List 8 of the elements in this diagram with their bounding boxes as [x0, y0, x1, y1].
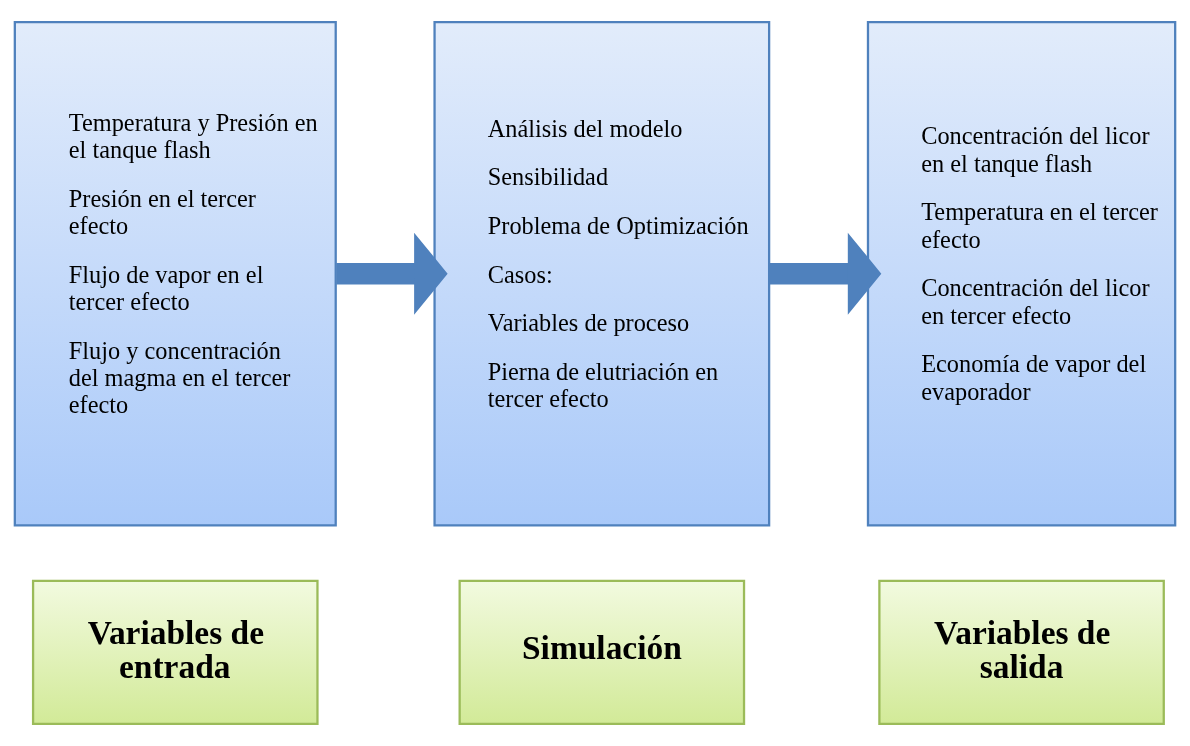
- arrow: [336, 232, 448, 315]
- node-box: Temperatura y Presión en el tanque flash Presión en el tercer efecto Flujo de vapor en el tercer efecto Flujo y concentración del magma en el tercer efecto: [13, 20, 337, 527]
- node-box: Variables de entrada: [31, 579, 319, 726]
- arrow: [769, 232, 882, 315]
- node-box: Análisis del modelo Sensibilidad Problema de Optimización Casos: Variables de proceso Pierna de elutriación en tercer efecto: [433, 20, 771, 527]
- node-box: Simulación: [458, 579, 746, 726]
- node-box: Concentración del licor en el tanque flash Temperatura en el tercer efecto Concentración del licor en tercer efecto Economía de vapor del evaporador: [866, 20, 1177, 527]
- node-box: Variables de salida: [878, 579, 1165, 726]
